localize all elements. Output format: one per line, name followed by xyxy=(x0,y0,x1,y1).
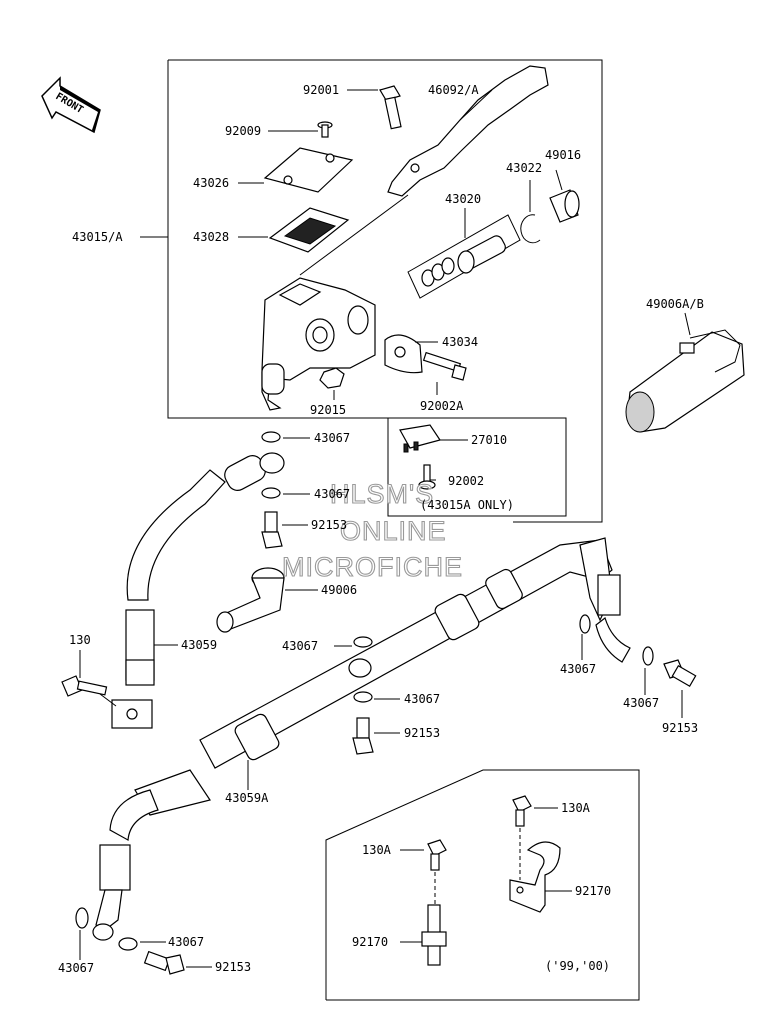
label-49006AB: 49006A/B xyxy=(646,297,704,311)
washer-43067-e xyxy=(579,614,591,634)
label-49016: 49016 xyxy=(545,148,581,162)
fitting-49006 xyxy=(216,567,285,633)
label-92002: 92002 xyxy=(448,474,484,488)
leader-lines xyxy=(79,89,691,968)
bolt-130A-a xyxy=(427,839,447,905)
label-27010: 27010 xyxy=(471,433,507,447)
label-years: ('99,'00) xyxy=(545,959,610,973)
switch-inset-box xyxy=(387,417,567,517)
bracket-92170-a xyxy=(421,904,447,966)
nut-92015 xyxy=(319,367,345,389)
label-130: 130 xyxy=(69,633,91,647)
label-43067-f: 43067 xyxy=(623,696,659,710)
label-43034: 43034 xyxy=(442,335,478,349)
washer-43067-h xyxy=(118,937,138,951)
label-43067-g: 43067 xyxy=(168,935,204,949)
label-49006: 49006 xyxy=(321,583,357,597)
bolt-130 xyxy=(61,675,117,707)
washer-43067-a xyxy=(261,431,281,443)
hose-43059A xyxy=(92,537,631,941)
circlip-43022 xyxy=(520,214,541,244)
banjo-bolt-92153-b xyxy=(352,717,374,755)
washer-43067-g xyxy=(75,907,89,929)
label-92009: 92009 xyxy=(225,124,261,138)
reservoir-49006AB xyxy=(625,329,745,433)
label-43015A: 43015/A xyxy=(72,230,123,244)
label-92153-d: 92153 xyxy=(215,960,251,974)
label-92001: 92001 xyxy=(303,83,339,97)
washer-43067-d xyxy=(353,691,373,703)
bolt-92001 xyxy=(379,85,402,130)
label-92153-a: 92153 xyxy=(311,518,347,532)
label-130A-a: 130A xyxy=(362,843,392,857)
label-43028: 43028 xyxy=(193,230,229,244)
svg-text:HLSM'S: HLSM'S xyxy=(330,479,434,509)
diaphragm-43028 xyxy=(268,207,350,253)
banjo-bolt-92153-a xyxy=(261,511,283,549)
joint-fitting xyxy=(348,658,372,678)
screw-92009 xyxy=(317,121,333,138)
label-92015: 92015 xyxy=(310,403,346,417)
bolt-130A-b xyxy=(512,795,532,880)
label-130A-b: 130A xyxy=(561,801,591,815)
label-43067-h: 43067 xyxy=(58,961,94,975)
svg-text:MICROFICHE: MICROFICHE xyxy=(282,552,463,582)
hose-43059 xyxy=(111,452,285,729)
banjo-bolt-92153-c xyxy=(663,659,697,688)
label-43067-b: 43067 xyxy=(314,487,350,501)
master-cylinder-body xyxy=(261,277,376,411)
bracket-inset-box xyxy=(325,769,640,1001)
bracket-92170-b xyxy=(509,841,561,913)
label-92170-a: 92170 xyxy=(352,935,388,949)
piston-kit-43020 xyxy=(407,214,521,299)
label-43067-d: 43067 xyxy=(404,692,440,706)
brake-lever xyxy=(387,65,549,197)
label-43022: 43022 xyxy=(506,161,542,175)
washer-43067-b xyxy=(261,487,281,499)
clamp-43034 xyxy=(384,334,423,374)
boot-49016 xyxy=(549,189,580,223)
washer-43067-f xyxy=(642,646,654,666)
label-92002A: 92002A xyxy=(420,399,464,413)
label-43067-a: 43067 xyxy=(314,431,350,445)
label-92153-b: 92153 xyxy=(404,726,440,740)
washer-43067-c xyxy=(353,636,373,648)
part-labels: 92001 46092/A 92009 43026 43022 49016 43… xyxy=(58,83,704,975)
label-43026: 43026 xyxy=(193,176,229,190)
label-46092A: 46092/A xyxy=(428,83,479,97)
bolt-92002A xyxy=(422,351,467,381)
label-43015A-only: (43015A ONLY) xyxy=(420,498,514,512)
label-43067-e: 43067 xyxy=(560,662,596,676)
switch-27010 xyxy=(399,424,441,453)
label-43059: 43059 xyxy=(181,638,217,652)
label-43020: 43020 xyxy=(445,192,481,206)
label-92170-b: 92170 xyxy=(575,884,611,898)
svg-text:ONLINE: ONLINE xyxy=(340,516,447,546)
label-43067-c: 43067 xyxy=(282,639,318,653)
reservoir-cap-43026 xyxy=(263,147,354,193)
banjo-bolt-92153-d xyxy=(143,950,185,975)
front-arrow-badge: FRONT xyxy=(41,76,101,134)
screw-92002 xyxy=(418,464,436,490)
label-43059A: 43059A xyxy=(225,791,269,805)
watermark: HLSM'S ONLINE MICROFICHE xyxy=(281,478,463,582)
label-92153-c: 92153 xyxy=(662,721,698,735)
master-cylinder-box xyxy=(168,59,603,523)
